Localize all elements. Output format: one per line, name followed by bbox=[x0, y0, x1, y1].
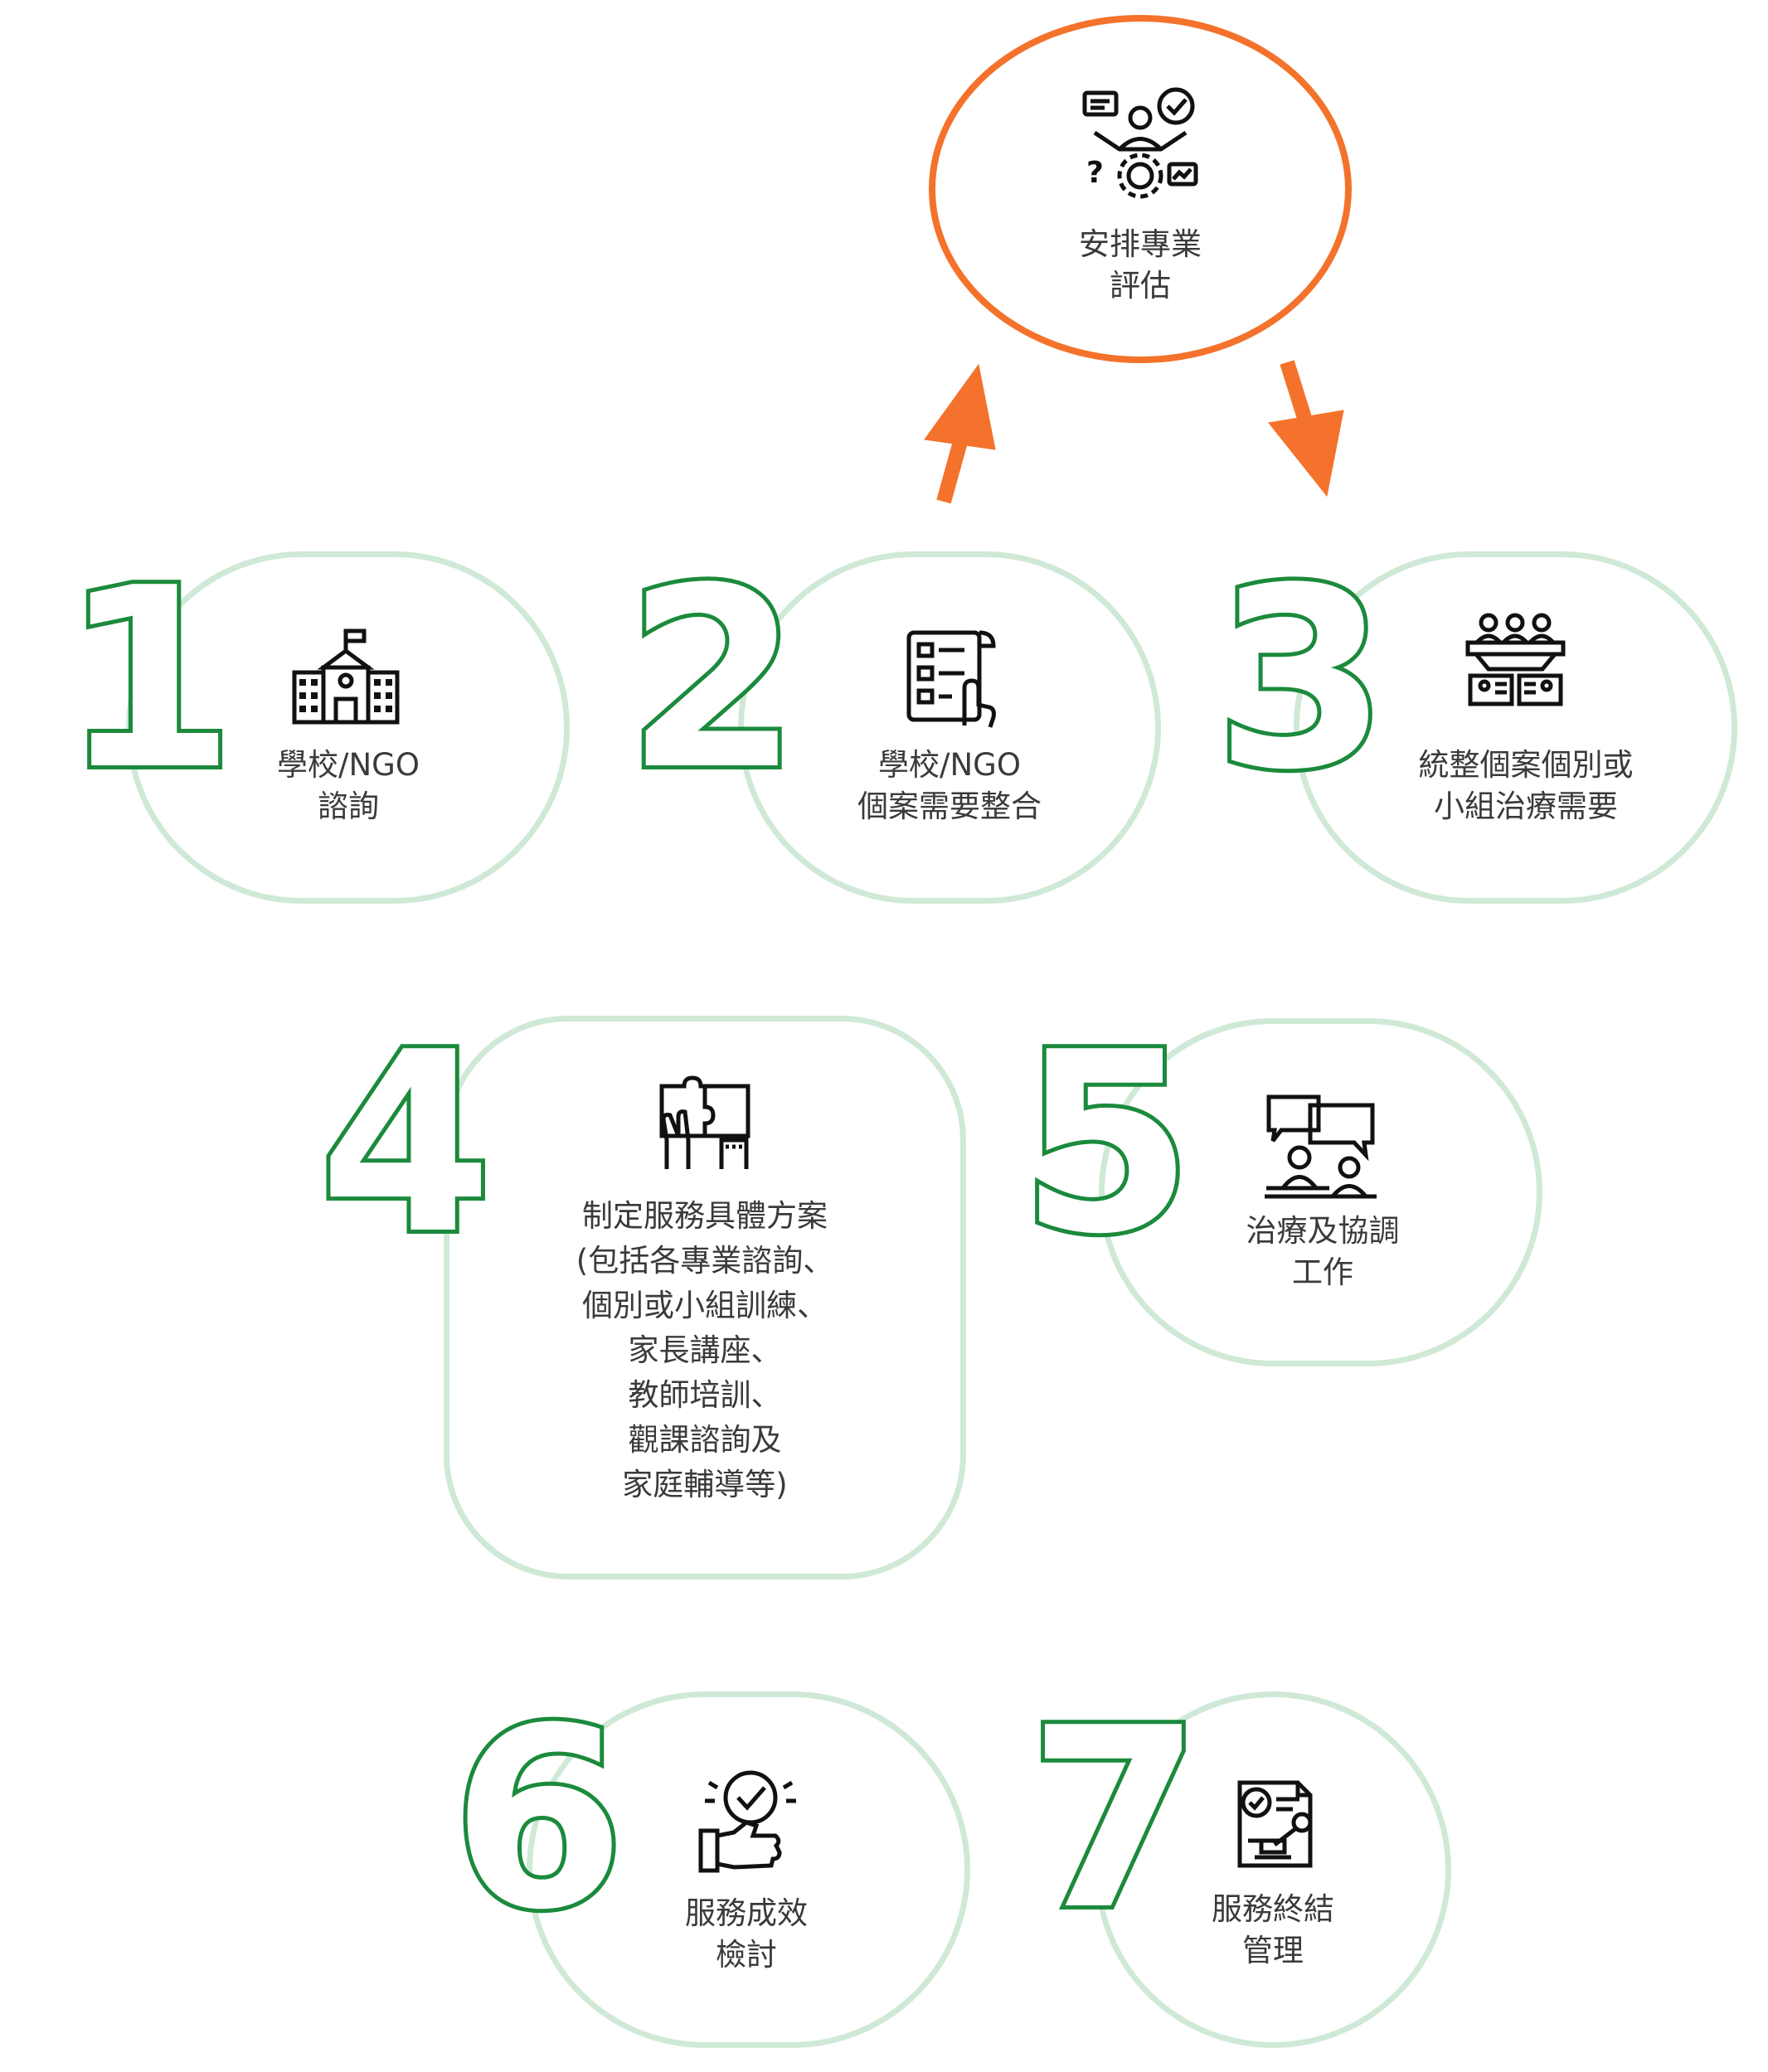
approval-hand-icon bbox=[697, 1766, 804, 1874]
step-1-label: 學校/NGO 諮詢 bbox=[277, 747, 420, 824]
step-4-number: 4 bbox=[315, 999, 497, 1288]
arrow-down-icon bbox=[1268, 360, 1344, 497]
school-icon bbox=[290, 626, 402, 725]
step-6-number: 6 bbox=[448, 1675, 629, 1964]
arrow-up-icon bbox=[924, 363, 996, 504]
step-1-node bbox=[126, 551, 570, 904]
step-4-node bbox=[444, 1016, 966, 1579]
step-2-number: 2 bbox=[622, 535, 804, 824]
step-6-node bbox=[527, 1691, 970, 2048]
step-5-number: 5 bbox=[1016, 999, 1197, 1288]
step-5-label: 治療及協調 工作 bbox=[1246, 1213, 1400, 1290]
assessment-label: 安排專業 評估 bbox=[1079, 226, 1202, 303]
consultant-gear-icon: ? bbox=[1078, 83, 1202, 203]
step-4-label: 制定服務具體方案 (包括各專業諮詢、 個別或小組訓練、 家長講座、 教師培訓、 … bbox=[576, 1198, 834, 1502]
step-7-label: 服務終結 管理 bbox=[1212, 1891, 1334, 1968]
step-3-node bbox=[1294, 551, 1737, 904]
step-2-node bbox=[738, 551, 1161, 904]
step-5-node bbox=[1099, 1018, 1542, 1366]
step-1-number: 1 bbox=[58, 535, 240, 824]
group-meeting-icon bbox=[1464, 609, 1567, 709]
puzzle-hands-icon bbox=[655, 1074, 755, 1173]
step-6-label: 服務成效 檢討 bbox=[685, 1895, 808, 1973]
document-stamp-icon bbox=[1231, 1774, 1323, 1874]
step-2-label: 學校/NGO 個案需要整合 bbox=[857, 747, 1042, 824]
svg-text:?: ? bbox=[1086, 156, 1104, 190]
conversation-icon bbox=[1265, 1093, 1377, 1201]
step-3-label: 統整個案個別或 小組治療需要 bbox=[1418, 747, 1634, 824]
step-7-node bbox=[1095, 1691, 1451, 2048]
checklist-hand-icon bbox=[902, 626, 1002, 730]
step-3-number: 3 bbox=[1211, 535, 1392, 824]
step-7-number: 7 bbox=[1024, 1675, 1206, 1964]
